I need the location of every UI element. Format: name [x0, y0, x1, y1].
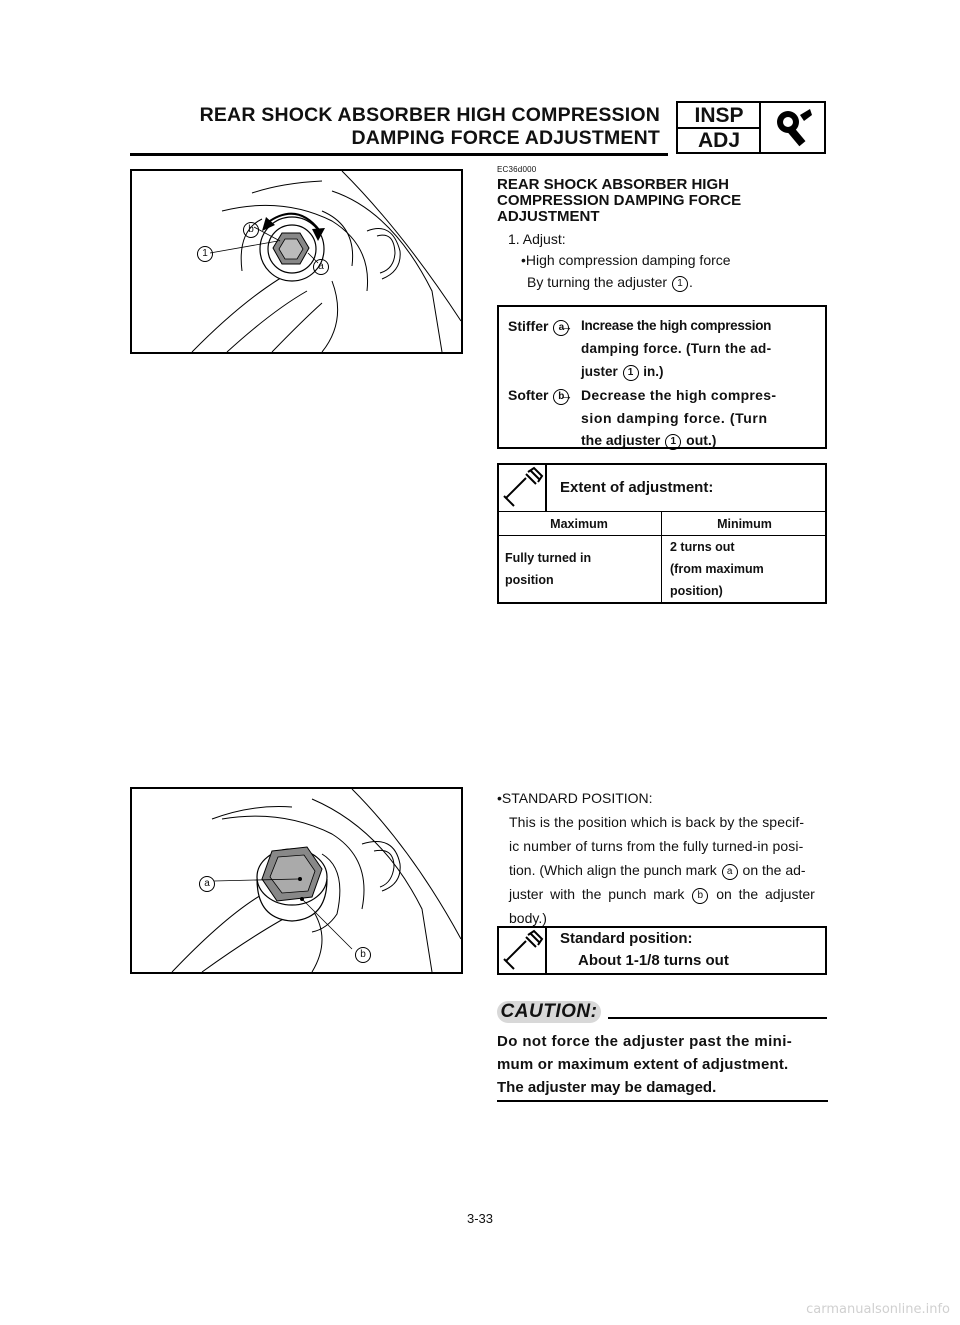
- header-title-line2: DAMPING FORCE ADJUSTMENT: [351, 127, 660, 149]
- stiffer-arrow: →: [559, 318, 573, 334]
- min-line1: 2 turns out: [670, 540, 735, 554]
- col-maximum: Maximum: [550, 517, 608, 531]
- wrench-icon: [503, 929, 544, 970]
- callout-a: a: [199, 876, 215, 892]
- max-line2: position: [505, 573, 554, 587]
- softer-arrow: →: [559, 387, 573, 403]
- standard-line5: body.): [509, 910, 547, 926]
- softer-line1: Decrease the high compres-: [581, 387, 777, 403]
- max-line1: Fully turned in: [505, 551, 592, 565]
- standard-box-title: Standard position:: [560, 930, 693, 947]
- ref-1: 1: [671, 276, 688, 292]
- standard-bullet: •STANDARD POSITION:: [497, 790, 653, 806]
- wrench-icon: [777, 109, 812, 147]
- header-rule: [130, 153, 668, 156]
- softer-label: Softer b: [508, 384, 570, 406]
- caution-label: CAUTION:: [500, 1001, 598, 1022]
- step-adjust: 1. Adjust:: [508, 231, 566, 247]
- standard-box: [497, 926, 827, 975]
- extent-box: [497, 463, 827, 604]
- standard-line2: ic number of turns from the fully turned…: [509, 838, 804, 854]
- col-minimum: Minimum: [717, 517, 772, 531]
- standard-line4: juster with the punch mark b on the adju…: [509, 886, 815, 904]
- standard-line1: This is the position which is back by th…: [509, 814, 805, 830]
- caution-badge: [497, 1001, 601, 1023]
- direction-box: [497, 305, 827, 449]
- header-title-line1: REAR SHOCK ABSORBER HIGH COMPRESSION: [199, 104, 660, 126]
- adjuster-nut: [256, 846, 328, 922]
- callout-b: b: [355, 947, 371, 963]
- stiffer-line3: juster 1 in.): [581, 364, 664, 381]
- page-number: 3-33: [466, 1211, 494, 1226]
- insp-adj-badge: INSP ADJ: [676, 101, 826, 154]
- caution-text: Do not force the adjuster past the mini-…: [497, 1033, 793, 1096]
- stiffer-line1: Increase the high compression: [581, 318, 772, 333]
- section-title-line3: ADJUSTMENT: [497, 208, 600, 225]
- section-title-line1: REAR SHOCK ABSORBER HIGH: [497, 176, 729, 193]
- wrench-icon: [503, 466, 544, 507]
- badge-insp: INSP: [694, 104, 744, 127]
- callout-1: 1: [197, 246, 213, 262]
- softer-line3: the adjuster 1 out.): [581, 432, 717, 450]
- callout-a: a: [313, 259, 329, 275]
- standard-box-value: About 1-1/8 turns out: [578, 952, 729, 969]
- extent-title: Extent of adjustment:: [560, 479, 714, 496]
- min-line3: position): [670, 584, 723, 598]
- min-line2: (from maximum: [670, 562, 764, 576]
- figure-punch-marks: a b: [130, 787, 463, 974]
- badge-adj: ADJ: [697, 129, 740, 152]
- section-title-line2: COMPRESSION DAMPING FORCE: [497, 192, 742, 209]
- section-code: EC36d000: [497, 165, 537, 174]
- adjuster-nut: [259, 216, 325, 282]
- figure-adjuster-turning: 1 b a: [130, 169, 463, 354]
- turning-text: By turning the adjuster 1.: [527, 274, 693, 292]
- bullet-high-compression: •High compression damping force: [521, 252, 731, 268]
- watermark: carmanualsonline.info: [806, 1302, 950, 1317]
- callout-b: b: [243, 222, 259, 238]
- softer-line2: sion damping force. (Turn: [581, 410, 768, 426]
- stiffer-label: Stiffer a: [508, 315, 570, 337]
- stiffer-line2: damping force. (Turn the ad-: [581, 341, 772, 356]
- standard-line3: tion. (Which align the punch mark a on t…: [509, 862, 806, 880]
